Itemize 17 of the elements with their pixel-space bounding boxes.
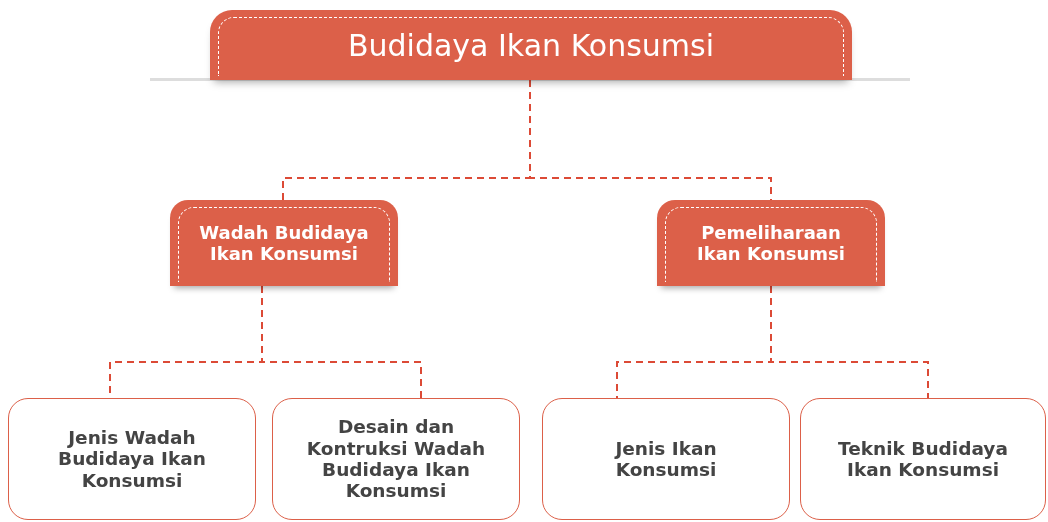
- node-label: Wadah Budidaya Ikan Konsumsi: [198, 222, 370, 264]
- node-label: Jenis Ikan Konsumsi: [613, 437, 718, 481]
- node-label: Pemeliharaan Ikan Konsumsi: [696, 222, 846, 264]
- node-label: Teknik Budidaya Ikan Konsumsi: [837, 437, 1009, 481]
- node-label: Budidaya Ikan Konsumsi: [347, 27, 715, 63]
- category-tab: [657, 200, 885, 286]
- connector-line: [770, 285, 929, 399]
- topic-box: [272, 398, 520, 520]
- topic-box: [8, 398, 256, 520]
- node-label: Jenis Wadah Budidaya Ikan Konsumsi: [57, 427, 207, 491]
- connector-line: [529, 79, 772, 201]
- category-tab: [170, 200, 398, 286]
- node-label: Desain dan Kontruksi Wadah Budidaya Ikan Konsumsi: [305, 416, 487, 502]
- title-banner: [210, 10, 852, 80]
- topic-box: [542, 398, 790, 520]
- connector-line: [261, 285, 422, 399]
- topic-box: [800, 398, 1046, 520]
